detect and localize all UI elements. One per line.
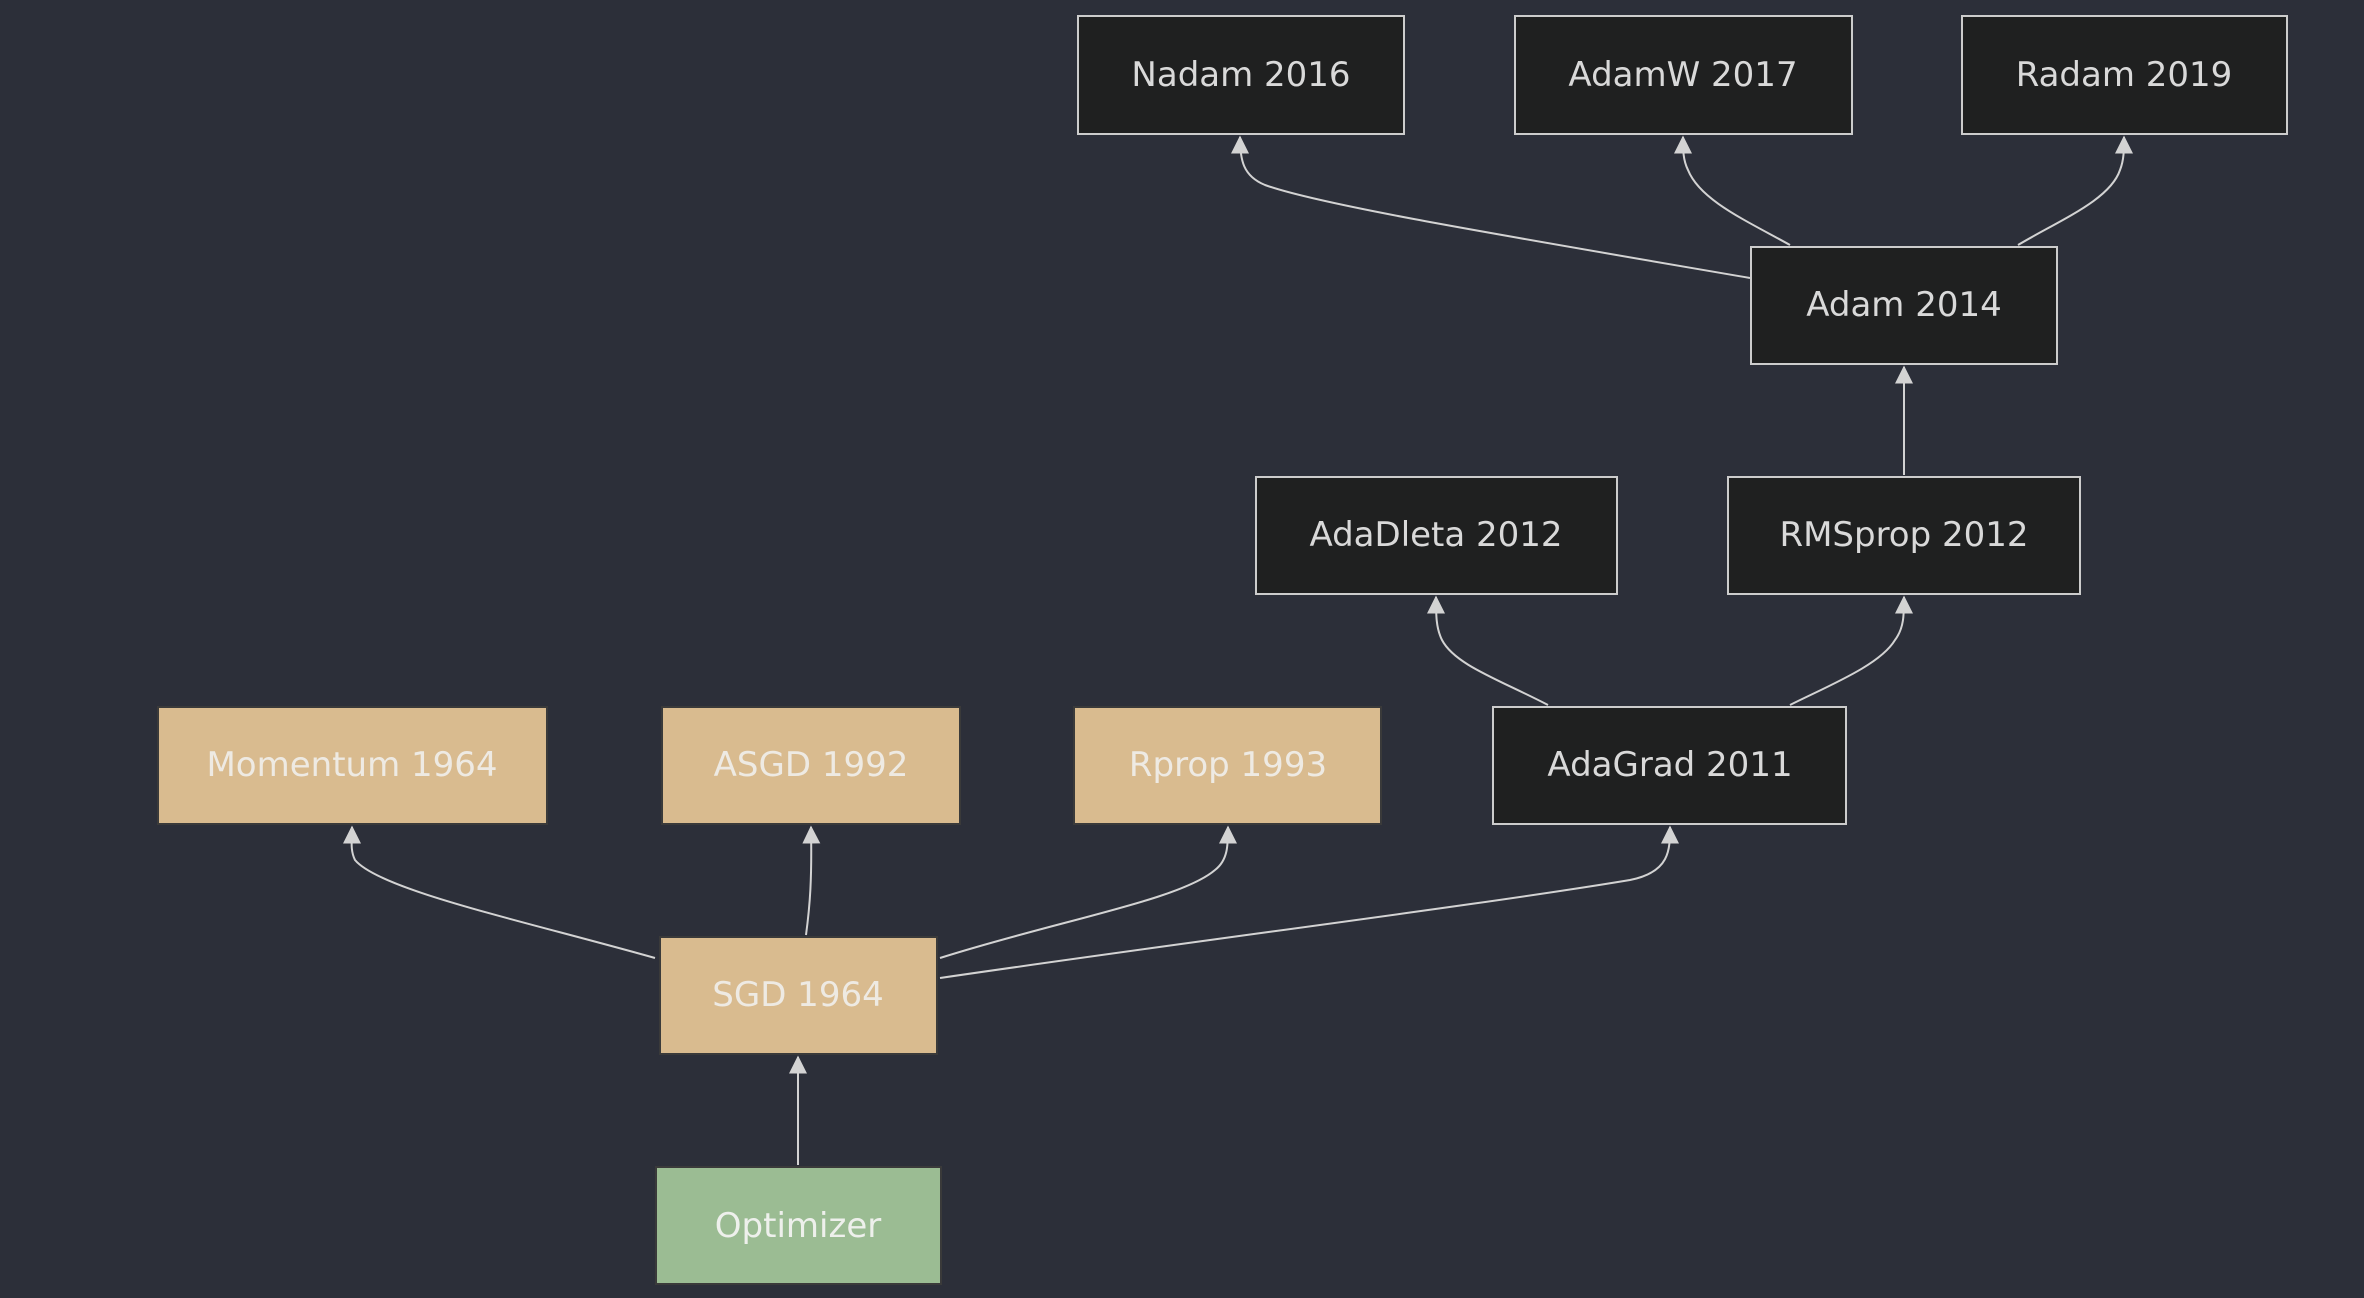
node-nadam: Nadam 2016 bbox=[1077, 15, 1405, 135]
node-rprop: Rprop 1993 bbox=[1073, 706, 1382, 825]
svg-text:Optimizer: Optimizer bbox=[715, 1206, 881, 1246]
edge-adam-to-radam bbox=[2017, 135, 2133, 246]
node-rmsprop: RMSprop 2012 bbox=[1727, 476, 2081, 595]
edge-adagrad-to-adadelta bbox=[1427, 595, 1549, 706]
node-adam: Adam 2014 bbox=[1750, 246, 2058, 365]
svg-text:ASGD 1992: ASGD 1992 bbox=[714, 745, 909, 785]
svg-text:AdaGrad 2011: AdaGrad 2011 bbox=[1547, 745, 1792, 785]
node-momentum: Momentum 1964 bbox=[157, 706, 548, 825]
node-adamw: AdamW 2017 bbox=[1514, 15, 1853, 135]
node-optimizer: Optimizer bbox=[655, 1166, 942, 1285]
edge-sgd-to-adagrad bbox=[939, 825, 1679, 979]
edge-adagrad-to-rmsprop bbox=[1789, 595, 1913, 706]
svg-text:Nadam 2016: Nadam 2016 bbox=[1131, 55, 1350, 95]
edge-sgd-to-asgd bbox=[802, 825, 821, 936]
svg-text:Rprop 1993: Rprop 1993 bbox=[1129, 745, 1327, 785]
svg-text:Momentum 1964: Momentum 1964 bbox=[206, 745, 497, 785]
edge-adam-to-adamw bbox=[1674, 135, 1791, 246]
svg-text:RMSprop 2012: RMSprop 2012 bbox=[1779, 515, 2028, 555]
node-adagrad: AdaGrad 2011 bbox=[1492, 706, 1847, 825]
svg-text:AdaDleta 2012: AdaDleta 2012 bbox=[1309, 515, 1562, 555]
svg-text:AdamW 2017: AdamW 2017 bbox=[1568, 55, 1797, 95]
node-adadelta: AdaDleta 2012 bbox=[1255, 476, 1618, 595]
node-asgd: ASGD 1992 bbox=[661, 706, 961, 825]
node-sgd: SGD 1964 bbox=[659, 936, 938, 1055]
edge-sgd-to-rprop bbox=[939, 825, 1237, 959]
edge-sgd-to-momentum bbox=[342, 825, 656, 959]
node-radam: Radam 2019 bbox=[1961, 15, 2288, 135]
edge-adam-to-nadam bbox=[1231, 135, 1751, 279]
svg-text:Radam 2019: Radam 2019 bbox=[2016, 55, 2233, 95]
svg-text:SGD 1964: SGD 1964 bbox=[712, 975, 883, 1015]
svg-text:Adam 2014: Adam 2014 bbox=[1806, 285, 2002, 325]
